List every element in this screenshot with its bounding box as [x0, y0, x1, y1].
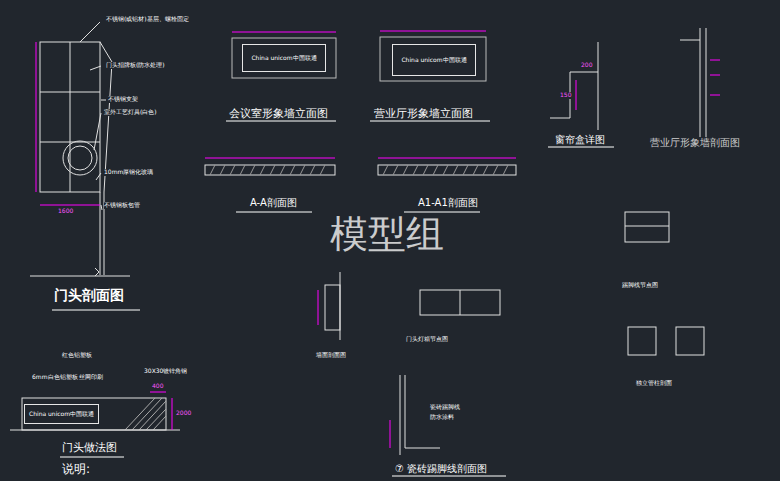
dimension: 2000	[176, 410, 191, 417]
annotation: 墙面剖面图	[316, 352, 346, 359]
annotation: 独立管柱剖面	[636, 380, 672, 387]
annotation: 不锈钢(或铝材)基层、螺栓固定	[106, 16, 189, 23]
dimension: 200	[581, 62, 592, 69]
drawing-title: 门头剖面图	[54, 288, 124, 303]
dimension: 400	[152, 383, 163, 390]
annotation: 踢脚线节点图	[622, 282, 658, 289]
logo-text: China unicom中国联通	[29, 411, 94, 418]
dimension: 1600	[58, 208, 73, 215]
annotation: 窗帘盒详图	[555, 134, 605, 145]
logo-panel: China unicom中国联通	[392, 44, 476, 76]
annotation: 门头灯箱节点图	[406, 336, 448, 343]
annotation: 不锈钢板包管	[104, 202, 140, 209]
dimension: 150	[560, 92, 571, 99]
annotation: 室外工艺灯具(白色)	[104, 109, 157, 116]
annotation: 10mm厚钢化玻璃	[104, 169, 153, 176]
annotation: A-A剖面图	[250, 197, 297, 208]
annotation: 不锈钢支架	[108, 96, 138, 103]
logo-panel: China unicom中国联通	[242, 44, 326, 72]
annotation: 营业厅形象墙立面图	[374, 108, 473, 120]
annotation: 30X30镀锌角钢	[144, 368, 187, 375]
watermark: 模型组	[330, 214, 444, 256]
annotation: 瓷砖踢脚线	[430, 404, 460, 411]
annotation: 门头做法图	[62, 442, 117, 454]
annotation: 营业厅形象墙剖面图	[650, 137, 740, 148]
annotation: 红色铝塑板	[62, 352, 92, 359]
annotation: 说明:	[62, 463, 90, 476]
logo-panel: China unicom中国联通	[24, 404, 99, 424]
annotation: ⑦ 瓷砖踢脚线剖面图	[395, 463, 487, 474]
annotation: A1-A1剖面图	[418, 197, 478, 208]
annotation: 门头招牌板(防水处理)	[106, 62, 165, 69]
annotation: 防水涂料	[430, 414, 454, 421]
annotation: 会议室形象墙立面图	[229, 108, 328, 120]
logo-text: China unicom中国联通	[251, 55, 316, 62]
annotation: 6mm白色铝塑板 丝网印刷	[32, 374, 103, 381]
logo-text: China unicom中国联通	[401, 57, 466, 64]
